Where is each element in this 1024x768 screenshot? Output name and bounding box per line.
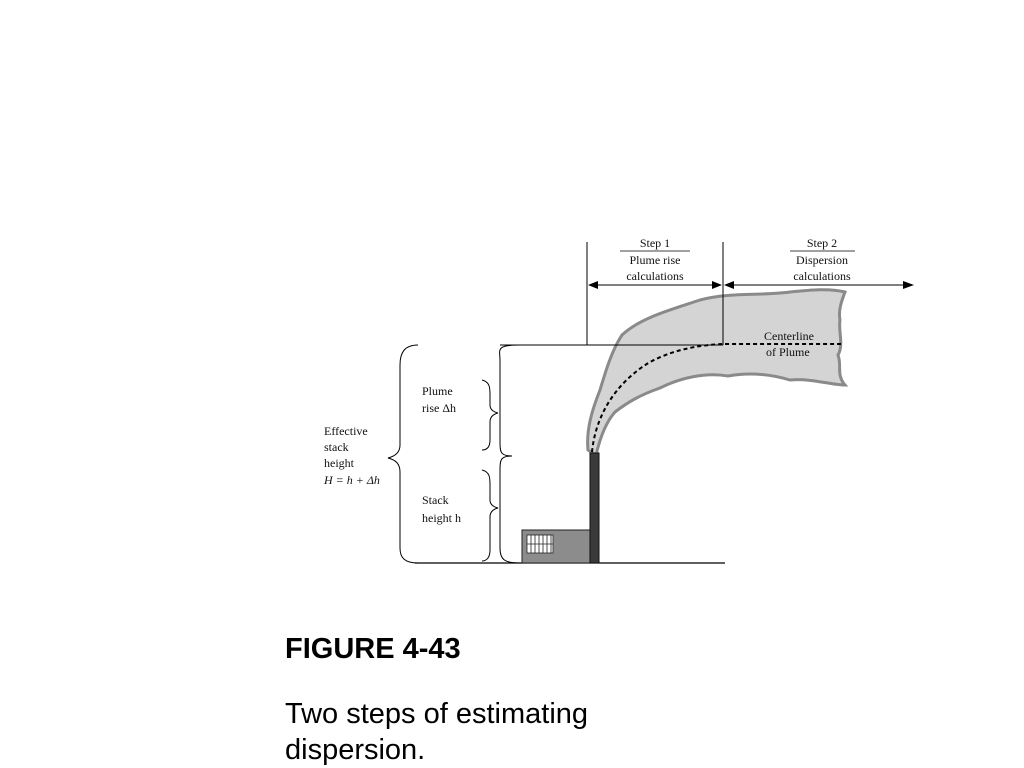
smokestack bbox=[589, 452, 600, 564]
effective-height-brace bbox=[387, 344, 419, 564]
step2-arrow bbox=[724, 281, 914, 289]
step2-title: Step 2 bbox=[807, 236, 837, 250]
plume-cloud bbox=[586, 288, 849, 458]
stack-height-label-brace bbox=[481, 469, 499, 562]
stack-height-label-2: height h bbox=[422, 511, 461, 525]
plume-rise-label-brace bbox=[481, 379, 499, 451]
plume-dispersion-diagram: Step 1 Plume rise calculations Step 2 Di… bbox=[323, 236, 914, 564]
centerline-label-2: of Plume bbox=[766, 345, 810, 359]
step1-line2: calculations bbox=[626, 269, 684, 283]
plume-centerline bbox=[591, 343, 843, 453]
centerline-label-1: Centerline bbox=[764, 329, 814, 343]
figure-number: FIGURE 4-43 bbox=[285, 633, 461, 665]
plume-rise-brace bbox=[499, 344, 521, 473]
building-windows bbox=[526, 534, 554, 554]
stack-height-brace bbox=[499, 472, 521, 564]
step1-title: Step 1 bbox=[640, 236, 670, 250]
plume-rise-label-2: rise Δh bbox=[422, 401, 456, 415]
effective-height-label-1: Effective bbox=[324, 424, 368, 438]
step1-arrow bbox=[588, 281, 722, 289]
stack-height-label-1: Stack bbox=[422, 493, 449, 507]
effective-height-label-4: H = h + Δh bbox=[323, 473, 380, 487]
effective-height-label-2: stack bbox=[324, 440, 349, 454]
plume-rise-label-1: Plume bbox=[422, 384, 453, 398]
effective-height-label-3: height bbox=[324, 456, 355, 470]
step1-line1: Plume rise bbox=[630, 253, 681, 267]
step2-line2: calculations bbox=[793, 269, 851, 283]
step2-line1: Dispersion bbox=[796, 253, 848, 267]
figure-caption: Two steps of estimating dispersion. bbox=[285, 698, 589, 766]
